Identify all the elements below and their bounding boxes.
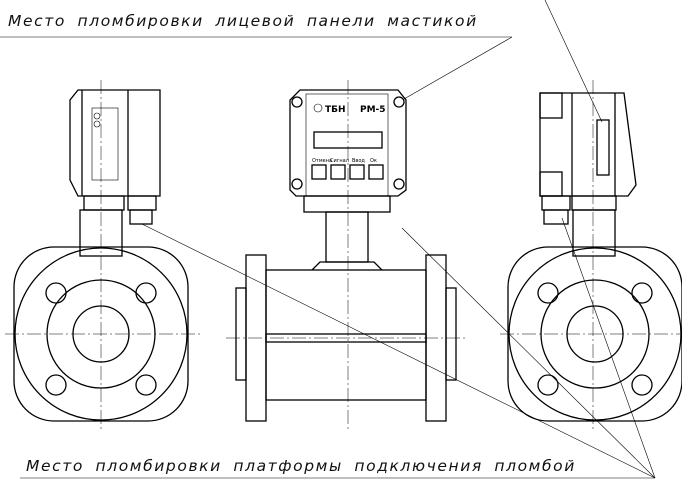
caption-platform-seal: Место пломбировки платформы подключения … [26,457,576,475]
brand-logo-text: ТБН [325,105,346,115]
left-side-view [5,80,200,430]
caption-front-panel-seal: Место пломбировки лицевой панели мастико… [8,12,478,30]
button-label-signal: Сигнал [330,158,349,164]
leader-lines [0,0,656,479]
front-button-2 [330,164,346,180]
button-label-enter: Ввод [352,158,365,164]
front-view: ТБН РМ-5 Отмена Сигнал Ввод Ок [226,80,466,430]
right-side-view [500,80,682,430]
button-label-cancel: Отмена [312,158,332,164]
button-label-ok: Ок [370,158,377,164]
front-button-4 [368,164,384,180]
model-label: РМ-5 [360,105,386,115]
front-button-3 [349,164,365,180]
front-button-1 [311,164,327,180]
